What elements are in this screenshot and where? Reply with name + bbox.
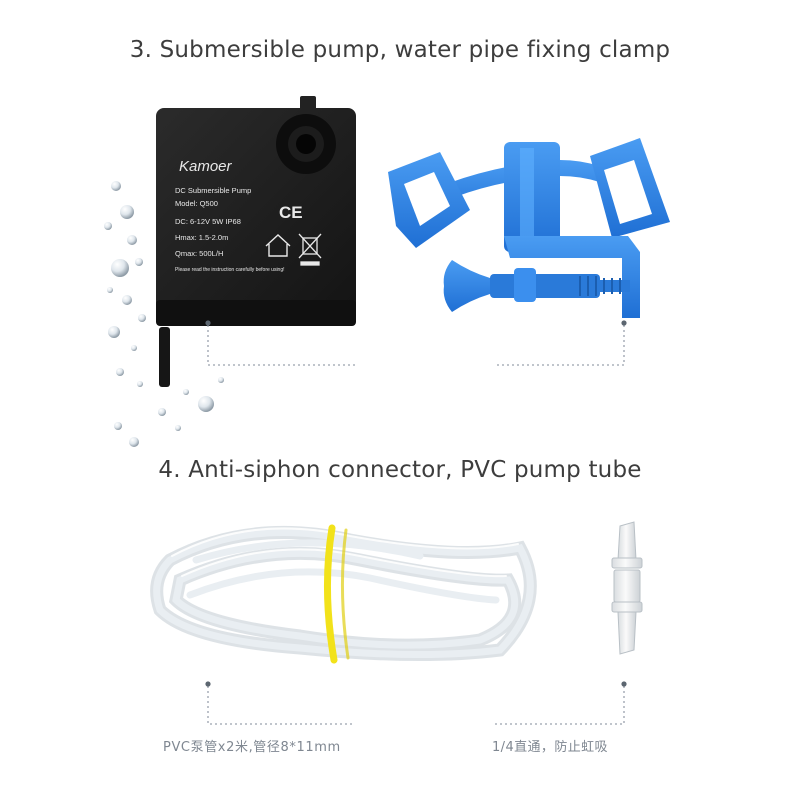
pump-brand: Kamoer — [179, 158, 233, 175]
pump-spec3: Qmax: 500L/H — [175, 249, 223, 258]
pipe-clamp-image — [388, 138, 670, 318]
submersible-pump-image: Kamoer DC Submersible Pump Model: Q500 D… — [156, 96, 356, 387]
connector-caption: 1/4直通，防止虹吸 — [492, 740, 608, 755]
leader-lines — [207, 325, 625, 725]
pump-model: Model: Q500 — [175, 199, 218, 208]
section-3-heading: 3. Submersible pump, water pipe fixing c… — [129, 37, 671, 63]
pvc-tube-caption: PVC泵管x2米,管径8*11mm — [163, 740, 341, 755]
ce-mark: CE — [279, 203, 303, 222]
pump-spec2: Hmax: 1.5-2.0m — [175, 233, 228, 242]
pump-notice: Please read the instruction carefully be… — [175, 267, 285, 273]
anti-siphon-connector-image — [611, 521, 643, 655]
water-droplets — [104, 181, 224, 447]
indoor-use-icon — [265, 234, 291, 257]
leader-dots — [205, 320, 627, 687]
pump-product: DC Submersible Pump — [175, 186, 251, 195]
pump-spec1: DC: 6-12V 5W IP68 — [175, 217, 241, 226]
section-4-heading: 4. Anti-siphon connector, PVC pump tube — [158, 457, 642, 483]
pvc-tube-image — [150, 524, 537, 664]
weee-bin-icon — [298, 233, 322, 266]
